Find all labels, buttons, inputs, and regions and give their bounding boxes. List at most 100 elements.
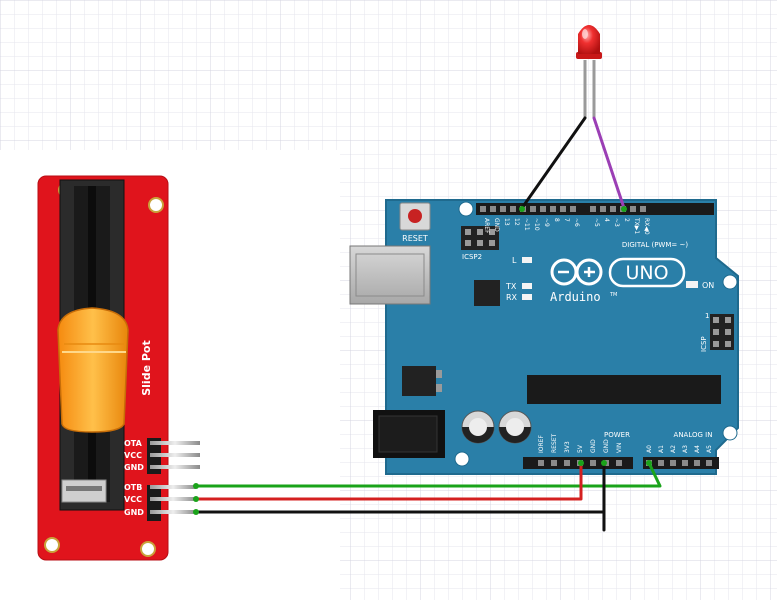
icsp-label: ICSP: [700, 336, 708, 352]
pot-pin-bottom: [150, 497, 196, 501]
analog-pin-label: A5: [706, 445, 713, 453]
digital-pin: [480, 206, 486, 212]
pot-pin-label-top: VCC: [124, 451, 142, 460]
digital-pin-label: TX▶1: [633, 217, 640, 234]
usb-inner: [355, 253, 425, 297]
arduino-logo: [550, 258, 603, 286]
digital-pin: [490, 206, 496, 212]
led-highlight: [582, 29, 588, 39]
digital-pin: [640, 206, 646, 212]
digital-pin-label: RX◀0: [643, 218, 650, 235]
analog-pin-label: A3: [682, 445, 689, 453]
pot-pin-top: [150, 441, 200, 445]
reset-label: RESET: [402, 234, 428, 243]
digital-pin: [550, 206, 556, 212]
power-pin-label: VIN: [616, 443, 623, 453]
analog-label: ANALOG IN: [674, 431, 713, 439]
pot-mount-hole: [148, 197, 164, 213]
power-pin: [590, 460, 596, 466]
power-pin-label: 3V3: [564, 441, 571, 453]
regulator-tab: [436, 370, 442, 378]
digital-pin: [630, 206, 636, 212]
digital-pin-label: 7: [563, 218, 570, 222]
atmega-chip: [527, 375, 721, 404]
mount-hole: [722, 425, 738, 441]
usb-chip: [474, 280, 500, 306]
icsp-pins: [713, 317, 731, 347]
analog-pin-label: A0: [646, 445, 653, 453]
board-pcb: [385, 199, 739, 475]
wire-endpoints: [193, 206, 652, 515]
slider-end-cap-detail: [66, 486, 102, 491]
digital-pin: [570, 206, 576, 212]
wire-black-gnd-gnd: [194, 461, 606, 532]
power-pin: [616, 460, 622, 466]
slider-knob[interactable]: [57, 307, 129, 433]
digital-pin-label: GND: [493, 218, 500, 232]
icsp-pin1-label: 1: [705, 312, 709, 320]
digital-pin: [530, 206, 536, 212]
led-on: [686, 281, 698, 288]
wire-black-led-gnd: [520, 116, 587, 210]
wire-red-vcc-5v: [194, 461, 583, 501]
power-pin: [551, 460, 557, 466]
analog-pin-label: A2: [670, 445, 677, 453]
led-rx-label: RX: [506, 293, 518, 302]
wires: [194, 116, 662, 532]
icsp2-pins: [465, 229, 495, 246]
mount-hole: [458, 201, 474, 217]
capacitor: [461, 410, 495, 444]
digital-pin: [590, 206, 596, 212]
digital-pin-label: AREF: [483, 218, 490, 234]
digital-pin: [500, 206, 506, 212]
pot-pin-bottom: [150, 485, 196, 489]
power-pin: [564, 460, 570, 466]
digital-pin-label: 2: [623, 218, 630, 222]
uno-badge: [608, 257, 686, 288]
analog-pin-label: A1: [658, 445, 665, 453]
power-pin-label: IOREF: [538, 435, 545, 453]
led: [576, 25, 602, 118]
pot-pin-label-bottom: GND: [124, 508, 144, 517]
analog-pin-label: A4: [694, 445, 701, 453]
power-pin-label: GND: [590, 439, 597, 453]
voltage-regulator: [402, 366, 436, 396]
led-rx: [522, 294, 532, 300]
wire-green-ota-a0: [194, 461, 662, 488]
digital-pin-label: ~5: [593, 218, 600, 227]
dc-jack-inner: [378, 415, 438, 453]
led-l: [522, 257, 532, 263]
pot-pin-label-top: OTA: [124, 439, 143, 448]
digital-pin: [560, 206, 566, 212]
power-pin-label: GND: [603, 439, 610, 453]
analog-pin: [706, 460, 712, 466]
capacitor: [498, 410, 532, 444]
digital-pin-label: ~9: [543, 218, 550, 227]
reset-button-cap[interactable]: [408, 209, 422, 223]
pin-header-bottom: [147, 485, 161, 521]
pot-mount-hole: [140, 541, 156, 557]
pot-mount-hole: [44, 537, 60, 553]
uno-text: UNO: [625, 262, 668, 284]
analog-pin: [658, 460, 664, 466]
digital-pin-label: 13: [503, 218, 510, 226]
analog-pin-labels: A0 A1 A2 A3 A4 A5: [646, 445, 713, 453]
digital-pin: [540, 206, 546, 212]
digital-label: DIGITAL (PWM= ~): [622, 241, 688, 249]
digital-pin-label: ~6: [573, 218, 580, 227]
digital-pin-label: 12: [513, 218, 520, 226]
analog-pin: [694, 460, 700, 466]
mount-hole: [722, 274, 738, 290]
pot-pin-top: [150, 453, 200, 457]
power-label: POWER: [604, 431, 630, 439]
power-pin: [538, 460, 544, 466]
digital-pin: [600, 206, 606, 212]
led-tx-label: TX: [505, 282, 517, 291]
usb-connector: [349, 245, 431, 305]
digital-pin: [510, 206, 516, 212]
pot-pin-top: [150, 465, 200, 469]
on-label: ON: [702, 281, 714, 290]
